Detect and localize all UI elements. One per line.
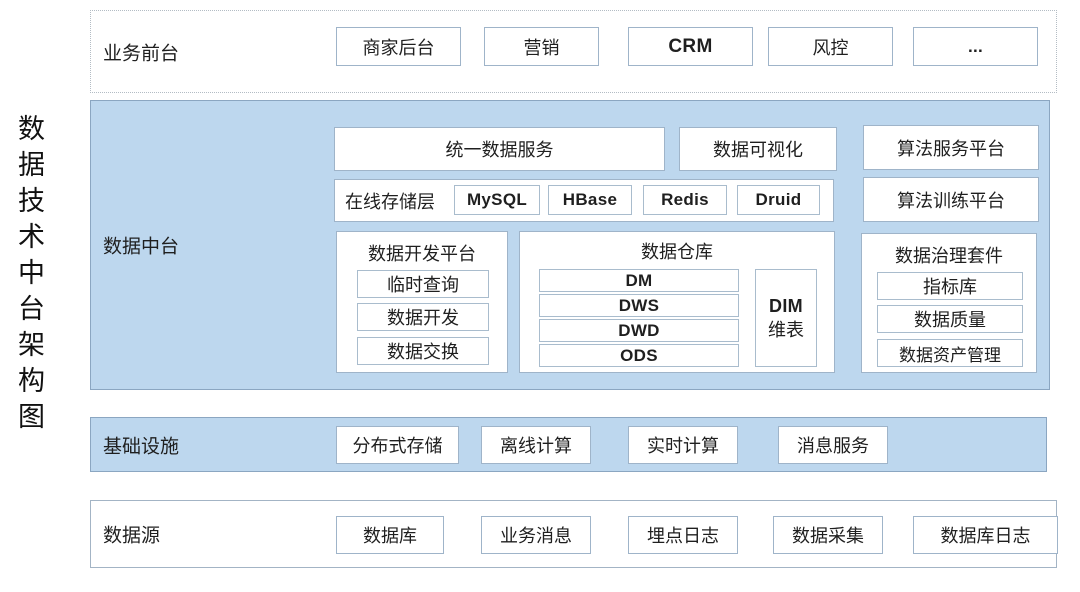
- layer-data-platform: 数据中台 统一数据服务 数据可视化 算法服务平台 在线存储层 MySQL HBa…: [90, 100, 1050, 390]
- layer-label-business-front: 业务前台: [103, 43, 180, 64]
- box-merchant-backend: 商家后台: [336, 27, 461, 66]
- layer-label-data-platform: 数据中台: [103, 236, 180, 258]
- box-data-development: 数据开发: [357, 303, 489, 331]
- box-ods-layer: ODS: [539, 344, 739, 367]
- data-dev-platform-title: 数据开发平台: [368, 244, 476, 264]
- box-tracking-log: 埋点日志: [628, 516, 738, 554]
- box-dim-table: DIM 维表: [755, 269, 817, 367]
- box-unified-data-service: 统一数据服务: [334, 127, 665, 171]
- layer-infrastructure: 基础设施 分布式存储 离线计算 实时计算 消息服务: [90, 417, 1047, 472]
- online-storage-label: 在线存储层: [345, 191, 435, 212]
- layer-data-source: 数据源 数据库 业务消息 埋点日志 数据采集 数据库日志: [90, 500, 1058, 568]
- box-druid: Druid: [737, 185, 820, 215]
- box-dws-layer: DWS: [539, 294, 739, 317]
- box-redis: Redis: [643, 185, 727, 215]
- dim-name: 维表: [768, 320, 804, 340]
- data-governance-title: 数据治理套件: [895, 246, 1003, 266]
- box-data-collection: 数据采集: [773, 516, 883, 554]
- box-data-quality: 数据质量: [877, 305, 1023, 333]
- box-database-log: 数据库日志: [913, 516, 1058, 554]
- panel-data-warehouse: 数据仓库 DM DWS DWD ODS DIM 维表: [519, 231, 835, 373]
- box-dwd-layer: DWD: [539, 319, 739, 342]
- box-offline-computing: 离线计算: [481, 426, 591, 464]
- box-data-asset-management: 数据资产管理: [877, 339, 1023, 367]
- box-metric-library: 指标库: [877, 272, 1023, 300]
- box-algorithm-training-platform: 算法训练平台: [863, 177, 1039, 222]
- panel-data-governance: 数据治理套件 指标库 数据质量 数据资产管理: [861, 233, 1037, 373]
- box-data-visualization: 数据可视化: [679, 127, 837, 171]
- data-warehouse-title: 数据仓库: [641, 242, 713, 262]
- box-risk-control: 风控: [768, 27, 893, 66]
- box-data-exchange: 数据交换: [357, 337, 489, 365]
- box-mysql: MySQL: [454, 185, 540, 215]
- box-crm: CRM: [628, 27, 753, 66]
- dim-code: DIM: [769, 295, 803, 316]
- layer-business-front: 业务前台 商家后台 营销 CRM 风控 ...: [90, 10, 1057, 93]
- panel-online-storage: 在线存储层 MySQL HBase Redis Druid: [334, 179, 834, 222]
- box-realtime-computing: 实时计算: [628, 426, 738, 464]
- panel-data-dev-platform: 数据开发平台 临时查询 数据开发 数据交换: [336, 231, 508, 373]
- layer-label-data-source: 数据源: [103, 525, 161, 547]
- layer-label-infrastructure: 基础设施: [103, 436, 180, 457]
- dim-table-text: DIM 维表: [768, 294, 804, 343]
- box-algorithm-service-platform: 算法服务平台: [863, 125, 1039, 170]
- box-hbase: HBase: [548, 185, 632, 215]
- box-marketing: 营销: [484, 27, 599, 66]
- box-dm-layer: DM: [539, 269, 739, 292]
- box-business-message: 业务消息: [481, 516, 591, 554]
- box-database: 数据库: [336, 516, 444, 554]
- box-distributed-storage: 分布式存储: [336, 426, 459, 464]
- box-adhoc-query: 临时查询: [357, 270, 489, 298]
- box-more-ellipsis: ...: [913, 27, 1038, 66]
- diagram-vertical-title: 数据技术中台架构图: [13, 114, 44, 438]
- box-message-service: 消息服务: [778, 426, 888, 464]
